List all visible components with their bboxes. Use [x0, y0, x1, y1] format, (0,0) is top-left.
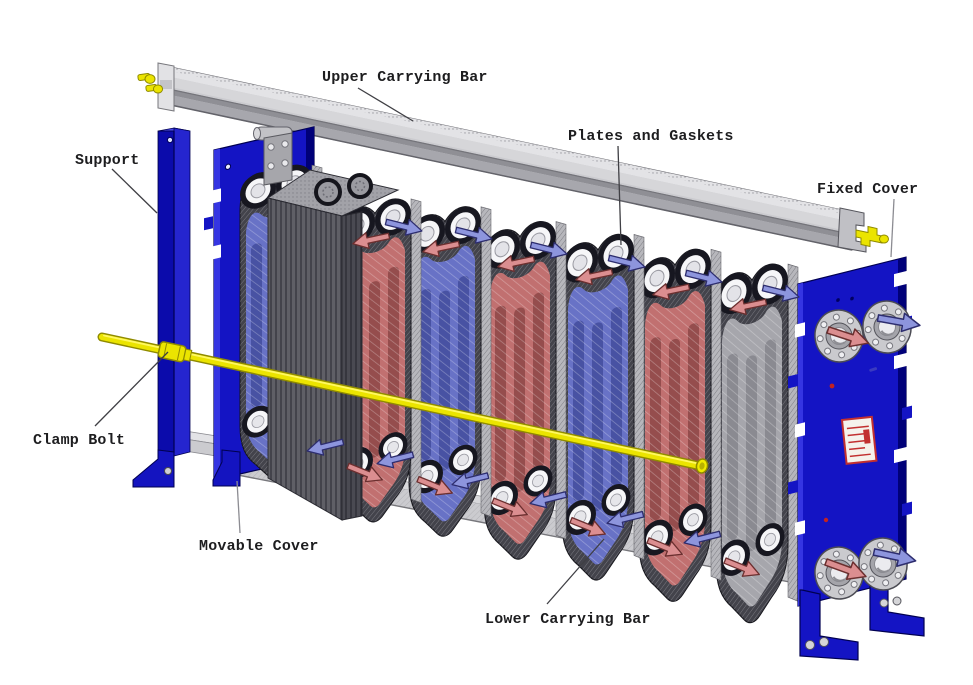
plate-pack-block: [266, 169, 400, 521]
label-fixed-cover: Fixed Cover: [817, 181, 918, 198]
leader-plates-and-gaskets: [617, 145, 622, 246]
leader-fixed-cover: [890, 198, 895, 258]
bar-end-bolts-right: [855, 225, 889, 248]
cover-hanger-bracket: [253, 126, 293, 186]
bar-right-end-profile: [837, 207, 867, 253]
leader-movable-cover: [236, 480, 241, 534]
label-movable-cover: Movable Cover: [199, 538, 319, 555]
bar-end-bolts-left: [137, 72, 164, 94]
clamp-bolt: [97, 332, 709, 474]
support-column: [132, 127, 191, 488]
fixed-cover-foot-left: [799, 589, 859, 661]
support-hole: [166, 136, 174, 144]
label-plates-and-gaskets: Plates and Gaskets: [568, 128, 734, 145]
leader-clamp-bolt: [94, 351, 169, 427]
upper-carrying-bar: [137, 62, 889, 253]
fixed-cover-foot-right: [869, 583, 925, 637]
label-upper-carrying-bar: Upper Carrying Bar: [322, 69, 488, 86]
leader-lower-carrying-bar: [546, 538, 605, 605]
label-lower-carrying-bar: Lower Carrying Bar: [485, 611, 651, 628]
clamp-bolt-coupler: [157, 341, 193, 363]
support-foot: [132, 449, 175, 488]
nameplate: [840, 415, 878, 465]
leader-support: [111, 168, 158, 214]
leader-upper-carrying-bar: [357, 87, 414, 122]
label-clamp-bolt: Clamp Bolt: [33, 432, 125, 449]
movable-cover-foot: [212, 449, 241, 487]
label-support: Support: [75, 152, 139, 169]
leader-lines: [94, 87, 895, 605]
labels: Upper Carrying Bar Support Plates and Ga…: [33, 69, 918, 628]
